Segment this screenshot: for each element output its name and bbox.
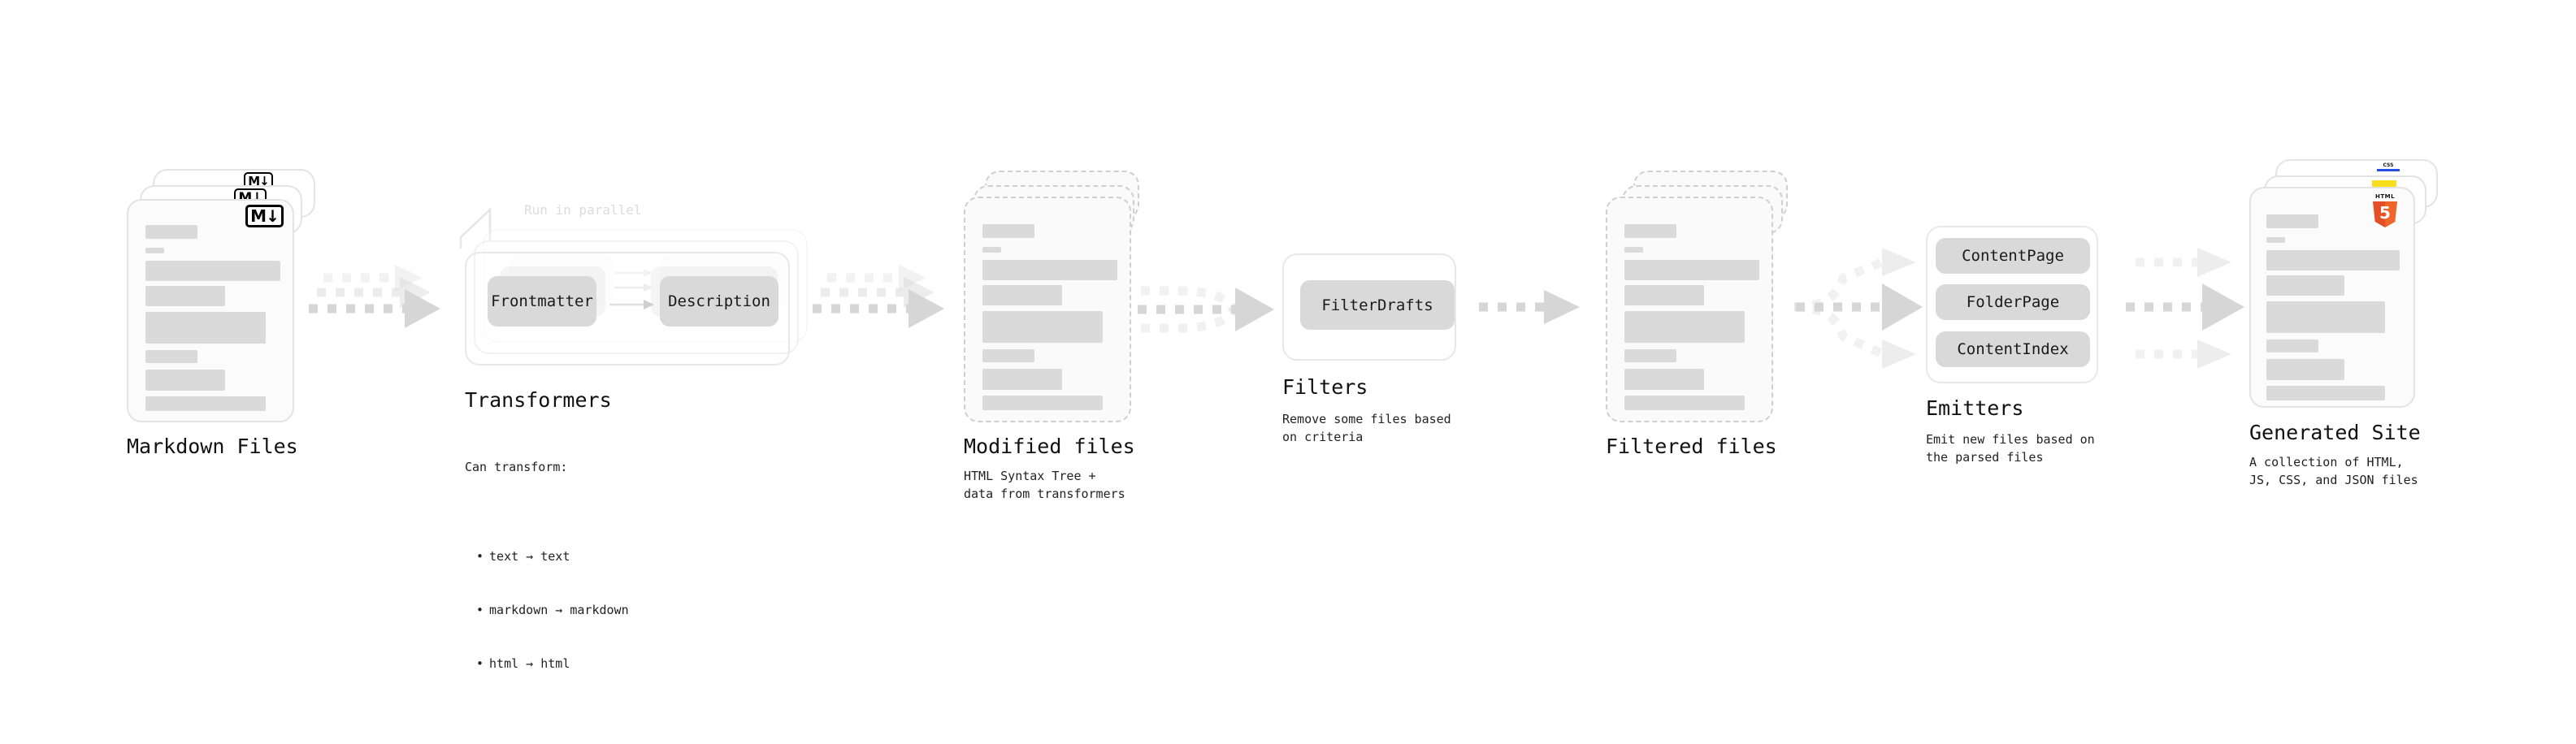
html5-icon: HTML 5 bbox=[2371, 193, 2399, 227]
skeleton-line bbox=[982, 396, 1103, 410]
stage-title-filtered-files: Filtered files bbox=[1606, 435, 1777, 458]
modified-card-front bbox=[964, 197, 1131, 422]
skeleton-line bbox=[145, 286, 225, 306]
transformers-subtitle-heading: Can transform: bbox=[465, 460, 568, 474]
skeleton-line bbox=[2266, 340, 2318, 353]
skeleton-line bbox=[2266, 250, 2400, 270]
skeleton-line bbox=[2266, 237, 2285, 243]
emitter-chip-contentpage[interactable]: ContentPage bbox=[1936, 238, 2090, 274]
emitter-chip-label: ContentPage bbox=[1962, 247, 2064, 265]
transformers-bullet-item: markdown → markdown bbox=[476, 601, 629, 619]
transformer-chip-description[interactable]: Description bbox=[660, 276, 778, 327]
skeleton-line bbox=[982, 369, 1062, 390]
run-in-parallel-label: Run in parallel bbox=[524, 202, 642, 218]
transformer-chip-label: Description bbox=[668, 292, 770, 310]
transformer-internal-arrows bbox=[609, 269, 654, 309]
markdown-icon-back-1: M ↓ bbox=[234, 188, 267, 208]
stage-subtitle-generated-site: A collection of HTML, JS, CSS, and JSON … bbox=[2249, 455, 2418, 487]
stage-title-generated-site: Generated Site bbox=[2249, 421, 2421, 444]
skeleton-line bbox=[2266, 214, 2318, 228]
skeleton-line bbox=[2266, 359, 2344, 380]
stage-title-markdown-files: Markdown Files bbox=[127, 435, 298, 458]
skeleton-line bbox=[1624, 396, 1745, 410]
emitter-chip-label: FolderPage bbox=[1966, 293, 2060, 311]
skeleton-line bbox=[1624, 247, 1643, 253]
skeleton-line bbox=[982, 311, 1103, 343]
skeleton-line bbox=[982, 285, 1062, 305]
html5-badge-caption: HTML bbox=[2374, 193, 2396, 200]
markdown-badge-letter: M bbox=[250, 206, 267, 226]
transformers-bullet-list: text → text markdown → markdown html → h… bbox=[465, 512, 629, 708]
skeleton-line bbox=[1624, 369, 1704, 390]
skeleton-line bbox=[145, 396, 266, 411]
run-in-parallel-bracket bbox=[459, 207, 492, 249]
markdown-badge-arrow: ↓ bbox=[259, 174, 270, 188]
emitter-chip-folderpage[interactable]: FolderPage bbox=[1936, 284, 2090, 320]
stage-subtitle-transformers: Can transform: text → text markdown → ma… bbox=[465, 422, 629, 744]
markdown-badge-arrow: ↓ bbox=[266, 206, 280, 226]
connector-transformers-to-modified bbox=[813, 265, 944, 328]
skeleton-line bbox=[1624, 224, 1676, 238]
skeleton-line bbox=[2266, 275, 2344, 296]
filter-chip-label: FilterDrafts bbox=[1321, 296, 1433, 314]
skeleton-line bbox=[145, 350, 197, 363]
connector-emitters-to-site bbox=[2126, 248, 2244, 369]
skeleton-line bbox=[145, 312, 266, 344]
diagram-canvas: M ↓ M ↓ M ↓ Markdown Files bbox=[0, 0, 2576, 681]
transformer-chip-label: Frontmatter bbox=[491, 292, 593, 310]
css-badge-bar bbox=[2377, 169, 2400, 171]
connector-md-to-transformers bbox=[309, 265, 440, 328]
skeleton-line bbox=[982, 247, 1001, 253]
skeleton-line bbox=[982, 260, 1117, 280]
skeleton-line bbox=[145, 370, 225, 391]
markdown-badge-letter: M bbox=[248, 174, 260, 188]
stage-subtitle-filters: Remove some files based on criteria bbox=[1282, 412, 1451, 444]
stage-title-transformers: Transformers bbox=[465, 388, 612, 412]
stage-subtitle-emitters: Emit new files based on the parsed files bbox=[1926, 432, 2095, 465]
stage-title-filters: Filters bbox=[1282, 375, 1368, 399]
html5-badge-number: 5 bbox=[2379, 203, 2391, 223]
skeleton-line bbox=[145, 225, 197, 239]
transformer-chip-frontmatter[interactable]: Frontmatter bbox=[488, 276, 596, 327]
skeleton-line bbox=[1624, 349, 1676, 362]
skeleton-line bbox=[1624, 285, 1704, 305]
skeleton-line bbox=[2266, 301, 2385, 333]
connector-filters-to-filtered bbox=[1479, 290, 1580, 324]
transformers-bullet-item: html → html bbox=[476, 655, 629, 673]
css-badge-label: CSS bbox=[2383, 162, 2394, 168]
connector-modified-to-filters bbox=[1138, 286, 1274, 333]
skeleton-line bbox=[145, 261, 280, 281]
emitter-chip-contentindex[interactable]: ContentIndex bbox=[1936, 331, 2090, 367]
filter-chip-filterdrafts[interactable]: FilterDrafts bbox=[1300, 280, 1455, 330]
stage-title-modified-files: Modified files bbox=[964, 435, 1135, 458]
skeleton-line bbox=[982, 224, 1034, 238]
css-icon: CSS bbox=[2377, 163, 2400, 173]
filtered-card-front bbox=[1606, 197, 1773, 422]
transformers-bullet-item: text → text bbox=[476, 547, 629, 565]
skeleton-line bbox=[982, 349, 1034, 362]
stage-title-emitters: Emitters bbox=[1926, 396, 2024, 420]
skeleton-line bbox=[1624, 260, 1759, 280]
skeleton-line bbox=[2266, 386, 2385, 400]
markdown-icon: M ↓ bbox=[245, 205, 284, 227]
transformers-group[interactable] bbox=[465, 252, 790, 366]
emitter-chip-label: ContentIndex bbox=[1957, 340, 2069, 358]
connector-filtered-to-emitters bbox=[1793, 248, 1923, 369]
stage-subtitle-modified-files: HTML Syntax Tree + data from transformer… bbox=[964, 469, 1125, 501]
markdown-card-front bbox=[127, 199, 294, 422]
skeleton-line bbox=[1624, 311, 1745, 343]
skeleton-line bbox=[145, 248, 164, 253]
